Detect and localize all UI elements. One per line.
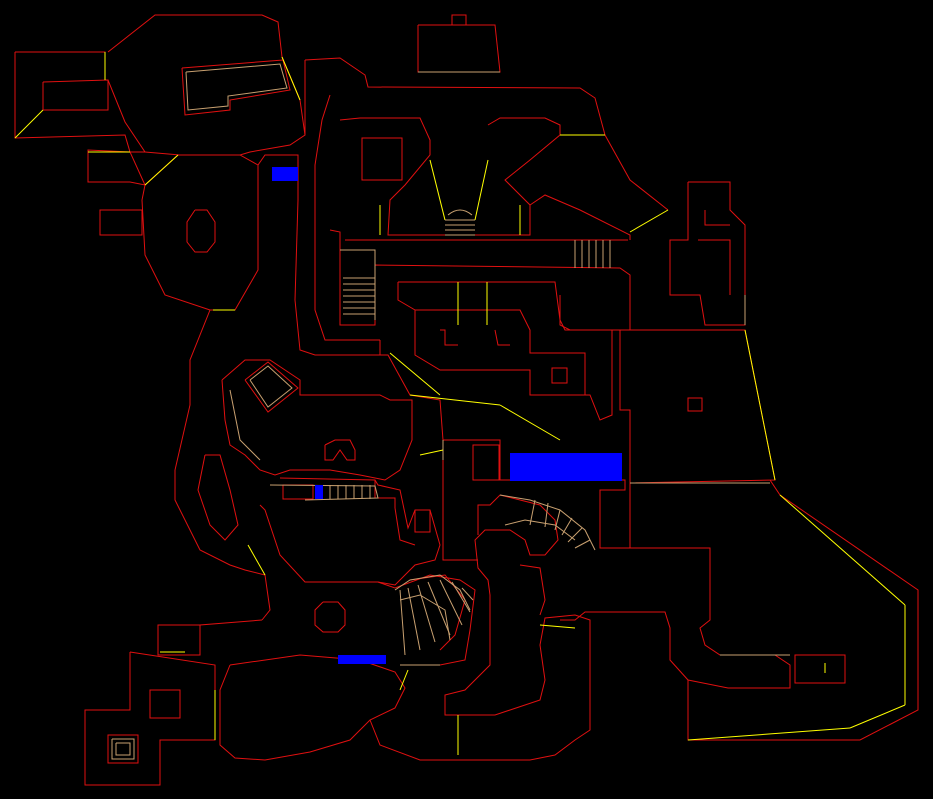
wall-top-stub (451, 14, 467, 26)
stair-treads-top (445, 209, 475, 236)
hc-steps-mid (340, 249, 376, 320)
wall-pillar-hall (339, 117, 480, 236)
stair-treads-spiral (399, 579, 474, 656)
yl-18 (247, 544, 266, 576)
yl-26 (419, 449, 444, 456)
yl-11 (687, 727, 851, 741)
wall-spine-curve (314, 94, 380, 341)
yl-21 (539, 624, 576, 629)
wall-right-big (619, 329, 776, 484)
wall-octagon2 (314, 601, 346, 633)
wall-right-column (669, 181, 746, 326)
yl-13 (499, 404, 561, 441)
wall-u-right (494, 329, 510, 346)
hc-top-left (185, 63, 288, 111)
stair-treads-mid (329, 485, 371, 499)
wall-bottom-inner (519, 564, 546, 616)
stair-treads-arc (529, 499, 591, 549)
blue-door-bottom (338, 655, 386, 664)
wall-bl-square (107, 734, 139, 764)
wall-bracket2 (394, 507, 416, 546)
wall-mid-corridor (259, 477, 441, 586)
wall-top-left-s (181, 59, 291, 116)
special-lines (14, 52, 906, 755)
hc-arc2 (504, 519, 576, 541)
wall-lower-right2 (629, 483, 791, 689)
blue-door-corridor (315, 485, 323, 499)
wall-step-area (329, 229, 631, 331)
wall-u-left (440, 329, 458, 346)
yl-8 (779, 494, 906, 606)
wall-exit-room (794, 654, 846, 684)
wall-bottom-blob (219, 654, 406, 761)
hc-diamond (249, 365, 293, 408)
wall-right-nook (698, 239, 731, 295)
hc-square-in2 (115, 742, 131, 756)
wall-bl-box (149, 689, 181, 719)
wall-bracket (414, 510, 431, 533)
wall-spine-left (257, 154, 381, 356)
wall-octagon-room (141, 154, 259, 311)
yl-28 (14, 109, 44, 139)
yl-6 (629, 209, 669, 233)
yl-4 (474, 159, 489, 221)
hc-spiral1 (394, 574, 471, 611)
wall-left-inner (42, 79, 109, 111)
wall-left-cave (174, 309, 271, 621)
yl-12 (409, 394, 501, 406)
wall-round-room (221, 359, 413, 481)
wall-left-nook (99, 209, 143, 236)
hc-round-room (229, 389, 261, 461)
wall-top-left (107, 14, 306, 156)
wall-top-building (417, 24, 501, 73)
blue-door-center (510, 453, 622, 481)
wall-mid-notch (472, 444, 500, 481)
stair-treads-left (343, 277, 375, 315)
wall-u-inner (415, 309, 586, 395)
wall-cave-blob (197, 454, 239, 541)
yl-1 (281, 56, 301, 101)
hc-square-in1 (111, 738, 135, 760)
wall-octagon (186, 209, 216, 253)
yl-25 (389, 352, 441, 396)
yl-7 (744, 329, 776, 481)
yl-2 (144, 154, 179, 186)
wall-right-hall (480, 117, 561, 236)
wall-spine-right (304, 57, 669, 211)
locked-doors (272, 167, 622, 664)
stair-treads-right (574, 240, 611, 268)
yl-19 (399, 669, 409, 691)
wall-diamond (244, 361, 299, 413)
wall-bottom-mid (369, 494, 591, 761)
wall-u-box (551, 367, 568, 384)
height-change-lines (111, 63, 790, 760)
map-walls (14, 14, 919, 786)
wall-pillar-box (361, 137, 403, 181)
blue-door-top (272, 167, 298, 181)
wall-lower-right (560, 479, 919, 741)
wall-steps-bottom (374, 480, 396, 508)
wall-right-column-in (704, 210, 730, 226)
wall-bl-hall (157, 619, 263, 656)
yl-10 (849, 704, 906, 729)
yl-3 (429, 159, 446, 221)
wall-round-inner (324, 439, 356, 461)
wall-right-box (687, 397, 703, 412)
wall-fan-room (529, 194, 631, 240)
wall-spiral (377, 574, 476, 666)
wall-mid-block (443, 439, 630, 549)
wall-mid-cols (442, 440, 478, 561)
wall-small-door-hall (282, 484, 314, 500)
wall-u-block (397, 281, 613, 421)
